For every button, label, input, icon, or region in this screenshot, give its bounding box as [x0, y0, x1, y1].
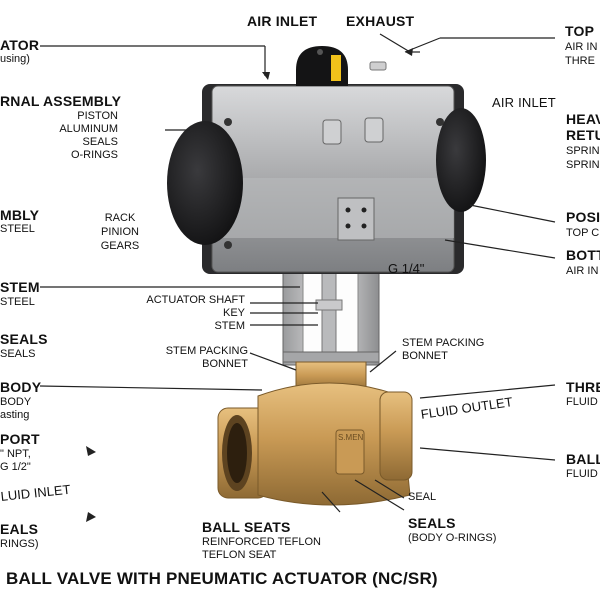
bottom-right-label: BOTT [566, 247, 600, 263]
internal-assembly-label: RNAL ASSEMBLY [0, 93, 122, 109]
seals-bottom-label: SEALS [408, 515, 456, 531]
seals-left-sub: SEALS [0, 348, 36, 360]
actuator-left-label: ATOR [0, 37, 40, 53]
g-quarter-label: G 1/4" [388, 261, 425, 276]
ball-right-label: BALL [566, 451, 600, 467]
ball-valve-body [217, 361, 413, 506]
heavy-right-label: HEAV [566, 111, 600, 127]
bonnet-left-label: BONNET [202, 358, 248, 370]
assembly-left-sub: STEEL [0, 223, 35, 235]
internal-sub-piston: PISTON [77, 110, 118, 122]
exhaust-label: EXHAUST [346, 13, 415, 29]
key-label: KEY [222, 307, 245, 319]
port-left-sub2: G 1/2" [0, 461, 31, 473]
assembly-left-label: MBLY [0, 207, 40, 223]
threaded-right-sub: FLUID [566, 396, 598, 408]
pneumatic-actuator [167, 46, 486, 274]
seal-label: SEAL [408, 491, 437, 503]
leader-lines [39, 33, 556, 513]
body-left-label: BODY [0, 379, 42, 395]
diagram-caption: BALL VALVE WITH PNEUMATIC ACTUATOR (NC/S… [6, 569, 438, 588]
valve-marking: S.MEN [338, 433, 364, 442]
port-left-label: PORT [0, 431, 40, 447]
seals-left2-sub: RINGS) [0, 538, 39, 550]
seals-left2-label: EALS [0, 521, 39, 537]
stem-packing-left-label: STEM PACKING [165, 345, 248, 357]
stem-left-label: STEM [0, 279, 40, 295]
internal-sub-orings: O-RINGS [70, 149, 118, 161]
stem-left-sub: STEEL [0, 296, 35, 308]
air-inlet-right-label: AIR INLET [492, 95, 556, 110]
position-right-sub: TOP C [566, 227, 600, 239]
seals-left-label: SEALS [0, 331, 48, 347]
seals-bottom-sub: (BODY O-RINGS) [408, 532, 497, 544]
threaded-right-label: THRE [566, 379, 600, 395]
stem-packing-right-label: STEM PACKING [402, 337, 485, 349]
actuator-shaft-label: ACTUATOR SHAFT [146, 294, 245, 306]
rack-label: RACK [104, 212, 136, 224]
internal-sub-aluminum: ALUMINUM [59, 123, 118, 135]
bonnet-right-label: BONNET [402, 350, 448, 362]
body-left-sub1: BODY [0, 396, 32, 408]
gears-label: GEARS [100, 240, 140, 252]
stem-label: STEM [214, 320, 245, 332]
body-left-sub2: asting [0, 409, 30, 421]
return-right-label: RETU [566, 127, 600, 143]
arrows [86, 48, 413, 522]
position-right-label: POSI [566, 209, 600, 225]
bottom-right-sub: AIR IN [566, 265, 599, 277]
air-inlet-top-label: AIR INLET [247, 13, 318, 29]
heavy-sub1: SPRIN [566, 145, 600, 157]
port-left-sub1: " NPT, [0, 448, 31, 460]
top-right-label: TOP [565, 23, 595, 39]
ball-right-sub: FLUID [566, 468, 598, 480]
heavy-sub2: SPRIN [566, 159, 600, 171]
top-right-sub2: THRE [565, 55, 595, 67]
top-right-sub1: AIR IN [565, 41, 598, 53]
internal-sub-seals: SEALS [82, 136, 118, 148]
ball-seats-sub2: TEFLON SEAT [202, 549, 277, 561]
pinion-label: PINION [101, 226, 139, 238]
ball-seats-sub1: REINFORCED TEFLON [202, 536, 321, 548]
actuator-left-sub: using) [0, 53, 30, 65]
ball-seats-label: BALL SEATS [202, 519, 291, 535]
